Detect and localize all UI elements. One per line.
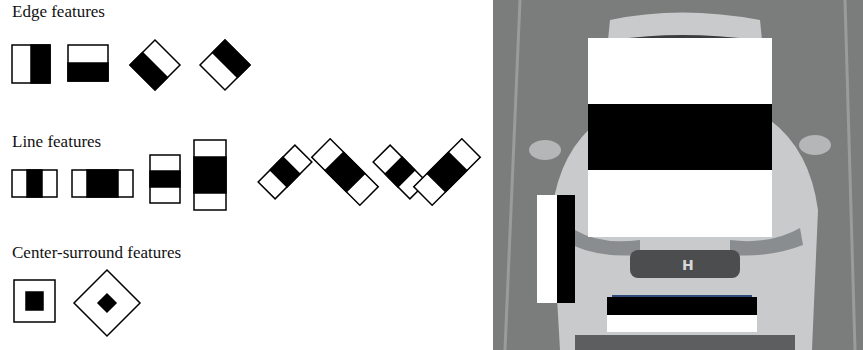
car-logo: H — [682, 257, 694, 273]
edge-feature-icons — [12, 40, 250, 90]
section-heading: Line features — [12, 133, 101, 152]
feature-overlays — [537, 38, 772, 332]
section-heading: Center-surround features — [12, 244, 181, 263]
section-heading: Edge features — [12, 3, 105, 22]
car-photo: H — [493, 0, 863, 350]
center-surround-icons — [14, 270, 140, 336]
